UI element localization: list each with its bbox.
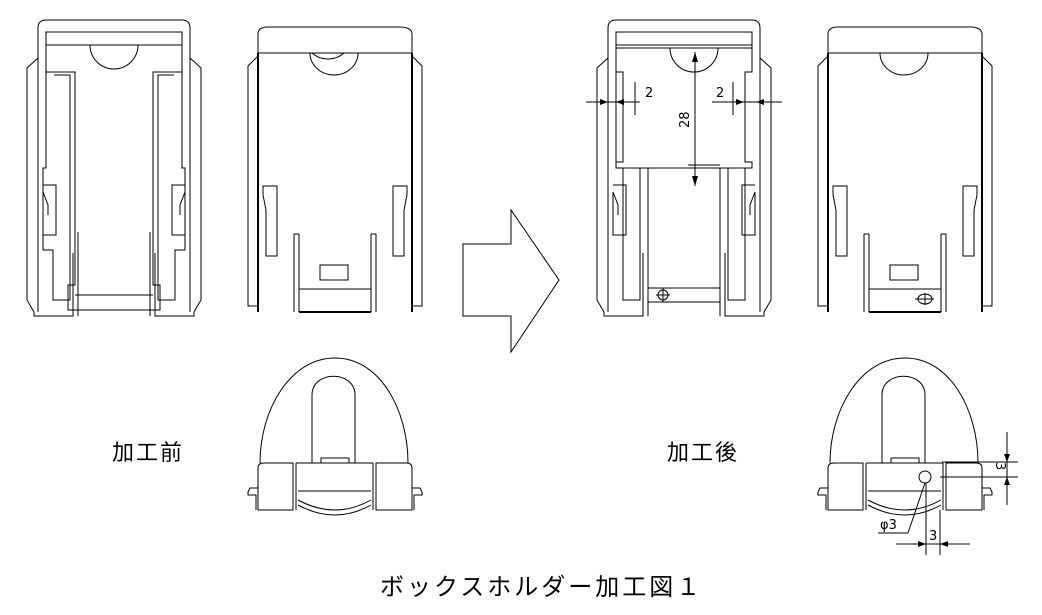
dimension-hole-vertical: 3 (940, 432, 1018, 505)
after-front-view (817, 357, 993, 516)
dimension-hole-horizontal: 3 (896, 483, 970, 555)
before-inner-top-view (26, 19, 202, 317)
dim-hole-vertical-label: 3 (992, 462, 1007, 470)
dim-hole-diameter-label: φ3 (880, 518, 897, 533)
drawing-title: ボックスホルダー加工図１ (380, 573, 704, 601)
dimension-cut-depth: 28 (678, 52, 698, 186)
label-before-processing: 加工前 (112, 441, 185, 466)
dim-hole-horizontal-label: 3 (929, 529, 937, 544)
after-inner-top-view (596, 19, 772, 317)
label-after-processing: 加工後 (667, 441, 740, 466)
process-arrow (462, 208, 560, 354)
dim-wall-right-label: 2 (716, 86, 724, 101)
drilled-hole-icon (918, 470, 932, 484)
before-front-view (247, 357, 423, 516)
dimension-wall-left: 2 (586, 86, 653, 105)
dim-wall-left-label: 2 (645, 86, 653, 101)
dimension-hole-diameter: φ3 (878, 482, 926, 534)
after-outer-top-view (817, 26, 993, 313)
dim-cut-depth-label: 28 (678, 111, 693, 128)
before-outer-top-view (247, 26, 423, 313)
dimension-wall-right: 2 (712, 86, 782, 105)
